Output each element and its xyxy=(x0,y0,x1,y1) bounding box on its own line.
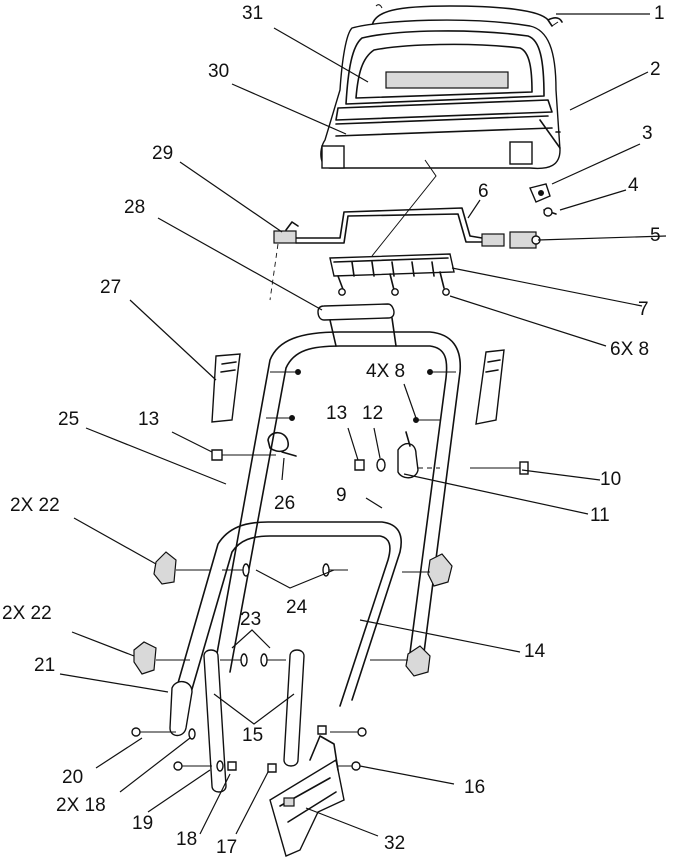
callout-20: 20 xyxy=(62,767,84,788)
callout-31: 31 xyxy=(242,3,264,24)
callout-3: 3 xyxy=(642,123,653,144)
deck-bracket-part xyxy=(269,735,345,857)
bracket-15-left-part xyxy=(203,649,227,793)
screw-6x8-group xyxy=(338,288,450,296)
callout-14: 14 xyxy=(524,641,546,662)
decal-part xyxy=(385,71,509,89)
callout-15: 15 xyxy=(242,725,264,746)
callout-2x18: 2X 18 xyxy=(56,795,106,816)
callout-1: 1 xyxy=(654,3,665,24)
callout-6x8: 6X 8 xyxy=(610,339,650,360)
callout-29: 29 xyxy=(152,143,174,164)
switch-11-part xyxy=(397,443,419,479)
callout-4: 4 xyxy=(628,175,639,196)
washer-12-part xyxy=(376,458,386,472)
callout-27: 27 xyxy=(100,277,122,298)
callout-12: 12 xyxy=(362,403,384,424)
callout-9: 9 xyxy=(336,485,347,506)
callout-2: 2 xyxy=(650,59,661,80)
callout-7: 7 xyxy=(638,299,649,320)
cable-bracket-part xyxy=(329,253,455,293)
callout-18: 18 xyxy=(176,829,198,850)
callout-2x22-lower: 2X 22 xyxy=(2,603,52,624)
callout-11: 11 xyxy=(590,505,610,526)
handle-end-part xyxy=(169,681,193,737)
nut-13-part xyxy=(354,459,365,471)
callout-13-left: 13 xyxy=(138,409,160,430)
callout-25: 25 xyxy=(58,409,80,430)
callout-16: 16 xyxy=(464,777,486,798)
knob-right-upper-part xyxy=(402,553,453,587)
washer-18-part xyxy=(188,728,196,740)
lower-handle-part xyxy=(175,521,402,707)
console-housing-part xyxy=(320,19,561,170)
cable-end-part xyxy=(273,221,299,244)
grip-right-part xyxy=(475,349,505,425)
callout-13-right: 13 xyxy=(326,403,348,424)
callout-23: 23 xyxy=(240,609,262,630)
callout-2x22-upper: 2X 22 xyxy=(10,495,60,516)
leader-lines xyxy=(59,13,667,837)
knob-right-lower-part xyxy=(370,645,431,677)
callout-10: 10 xyxy=(600,469,622,490)
nut-17-part xyxy=(267,763,277,773)
callout-30: 30 xyxy=(208,61,230,82)
callout-32: 32 xyxy=(384,833,406,854)
knob-left-lower-part xyxy=(133,641,190,675)
knob-left-upper-part xyxy=(153,551,210,585)
callout-28: 28 xyxy=(124,197,146,218)
foam-grip-part xyxy=(317,303,395,321)
callout-19: 19 xyxy=(132,813,154,834)
bracket-15-right-part xyxy=(283,649,305,767)
cable-clip-part xyxy=(267,431,289,453)
callout-4x8: 4X 8 xyxy=(366,361,406,382)
callout-6: 6 xyxy=(478,181,489,202)
callout-24: 24 xyxy=(286,597,308,618)
cable-part xyxy=(295,207,541,249)
callout-21: 21 xyxy=(34,655,56,676)
callout-17: 17 xyxy=(216,837,238,858)
upper-handle-part xyxy=(213,317,461,673)
callout-5: 5 xyxy=(650,225,661,246)
callout-26: 26 xyxy=(274,493,296,514)
